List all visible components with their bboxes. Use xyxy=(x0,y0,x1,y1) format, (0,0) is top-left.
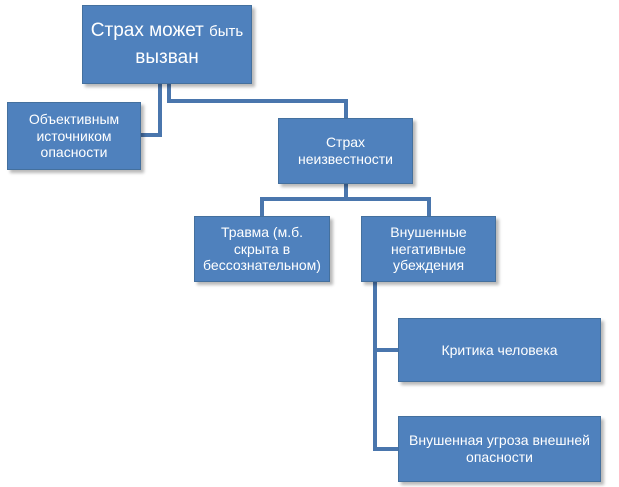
node-external-threat: Внушенная угроза внешней опасности xyxy=(398,416,601,482)
connector-beliefs-threat xyxy=(373,282,398,451)
node-unknown-label: Страх неизвестности xyxy=(298,134,393,167)
node-threat-label: Внушенная угроза внешней опасности xyxy=(409,432,590,465)
root-title-large: Страх может xyxy=(90,19,204,41)
node-trauma-label: Травма (м.б. скрыта в бессознательном) xyxy=(203,224,321,274)
node-objective-label: Объективным источником опасности xyxy=(28,111,120,161)
root-title-line2: вызван xyxy=(135,46,199,68)
node-criticism: Критика человека xyxy=(398,318,601,382)
connector-root-unknown xyxy=(167,84,348,118)
node-negative-beliefs: Внушенные негативные убеждения xyxy=(361,216,496,282)
node-beliefs-label: Внушенные негативные убеждения xyxy=(390,224,467,274)
node-trauma: Травма (м.б. скрыта в бессознательном) xyxy=(194,216,330,282)
node-objective-source: Объективным источником опасности xyxy=(7,102,141,170)
node-fear-of-unknown: Страх неизвестности xyxy=(278,118,413,184)
root-node: Страх может быть вызван xyxy=(82,5,252,84)
connector-unknown-beliefs xyxy=(344,184,431,216)
connector-root-objective xyxy=(141,84,162,137)
root-title-small: быть xyxy=(209,22,244,40)
node-criticism-label: Критика человека xyxy=(441,341,558,358)
connector-unknown-trauma xyxy=(260,184,348,216)
connector-beliefs-criticism xyxy=(373,282,398,352)
